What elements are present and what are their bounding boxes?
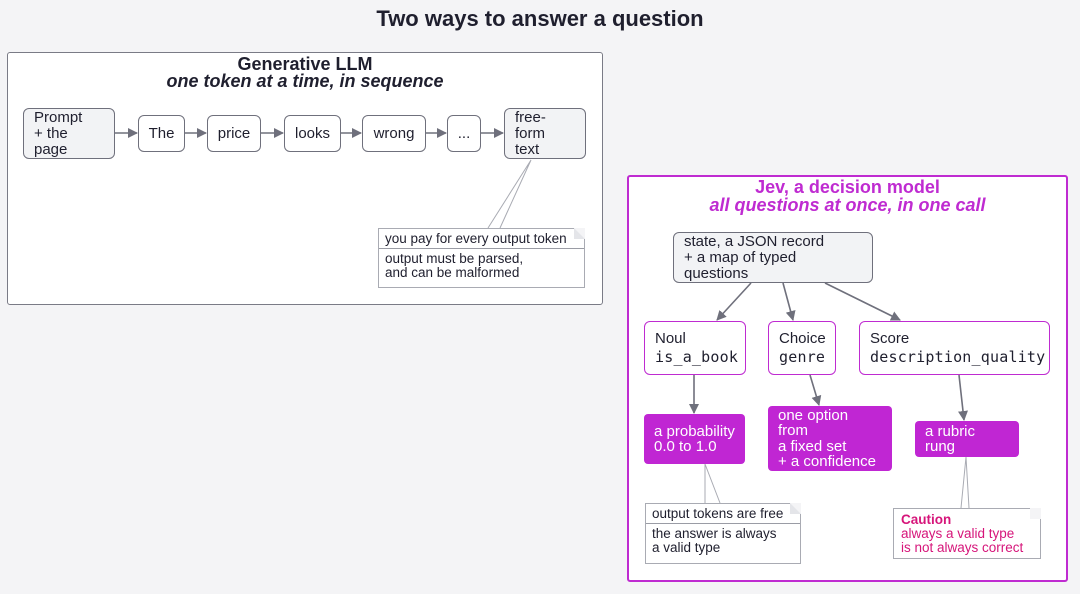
question-node-genre: Choice genre xyxy=(768,321,836,375)
note-callout-tail xyxy=(704,463,721,504)
jev-panel-subtitle: all questions at once, in one call xyxy=(709,195,986,215)
caution-line-2: is not always correct xyxy=(901,540,1024,555)
state-node: state, a JSON record + a map of typed qu… xyxy=(673,232,873,283)
free-tokens-note-head: output tokens are free xyxy=(646,504,800,524)
prompt-line-1: Prompt xyxy=(34,108,83,126)
jev-panel-title: Jev, a decision model xyxy=(755,177,940,197)
cost-note-line-2: and can be malformed xyxy=(385,265,520,280)
free-tokens-note: output tokens are free the answer is alw… xyxy=(645,503,801,564)
answer-line: a fixed set xyxy=(778,437,847,455)
token-label: The xyxy=(148,124,175,142)
caution-title: Caution xyxy=(901,512,952,527)
question-name: description_quality xyxy=(870,348,1046,366)
question-name: is_a_book xyxy=(655,348,739,366)
free-tokens-note-line-1: the answer is always xyxy=(652,526,777,541)
free-tokens-note-body: the answer is always a valid type xyxy=(646,524,800,558)
fan-out-arrow xyxy=(824,282,901,321)
answer-choice: one option from a fixed set + a confiden… xyxy=(768,406,892,471)
answer-probability: a probability 0.0 to 1.0 xyxy=(644,414,745,464)
question-type: Score xyxy=(870,330,910,347)
question-type: Choice xyxy=(779,330,826,347)
answer-rubric-rung: a rubric rung xyxy=(915,421,1019,457)
token-node: ... xyxy=(447,115,481,152)
cost-note: you pay for every output token output mu… xyxy=(378,228,585,288)
note-callout-tail xyxy=(487,159,532,229)
output-line-2: text xyxy=(515,140,540,158)
note-callout-tail xyxy=(960,456,970,509)
token-node: wrong xyxy=(362,115,426,152)
question-node-description-quality: Score description_quality xyxy=(859,321,1050,375)
token-label: price xyxy=(217,124,251,142)
cost-note-line-1: output must be parsed, xyxy=(385,251,524,266)
token-node: The xyxy=(138,115,185,152)
diagram-title: Two ways to answer a question xyxy=(376,6,704,31)
prompt-node: Prompt + the page xyxy=(23,108,115,159)
free-form-output-node: free-form text xyxy=(504,108,586,159)
fan-out-arrow xyxy=(782,282,796,321)
answer-line: one option from xyxy=(778,406,849,439)
cost-note-head: you pay for every output token xyxy=(379,229,584,249)
note-fold-corner xyxy=(790,503,801,514)
token-label: ... xyxy=(457,124,471,142)
note-fold-corner xyxy=(574,228,585,239)
state-line-2: + a map of typed questions xyxy=(684,248,797,282)
caution-note: Caution always a valid type is not alway… xyxy=(893,508,1041,559)
token-label: looks xyxy=(294,124,331,142)
generative-panel-title: Generative LLM xyxy=(237,54,373,74)
free-tokens-note-line-2: a valid type xyxy=(652,540,721,555)
token-label: wrong xyxy=(373,124,415,142)
token-node: price xyxy=(207,115,261,152)
cost-note-body: output must be parsed, and can be malfor… xyxy=(379,249,584,283)
answer-line: a probability xyxy=(654,422,735,440)
output-line-1: free-form xyxy=(515,108,546,142)
answer-line: 0.0 to 1.0 xyxy=(654,438,717,455)
answer-line: + a confidence xyxy=(778,453,876,470)
token-node: looks xyxy=(284,115,341,152)
question-node-is-a-book: Noul is_a_book xyxy=(644,321,746,375)
state-line-1: state, a JSON record xyxy=(684,232,825,250)
prompt-line-2: + the page xyxy=(34,124,68,158)
fan-out-arrow xyxy=(716,282,752,321)
answer-line: a rubric rung xyxy=(925,422,976,455)
generative-panel-subtitle: one token at a time, in sequence xyxy=(166,71,444,91)
answer-arrow xyxy=(809,374,822,406)
caution-line-1: always a valid type xyxy=(901,526,1015,541)
question-type: Noul xyxy=(655,330,686,347)
answer-arrow xyxy=(958,374,968,421)
question-name: genre xyxy=(779,348,826,366)
note-fold-corner xyxy=(1030,508,1041,519)
